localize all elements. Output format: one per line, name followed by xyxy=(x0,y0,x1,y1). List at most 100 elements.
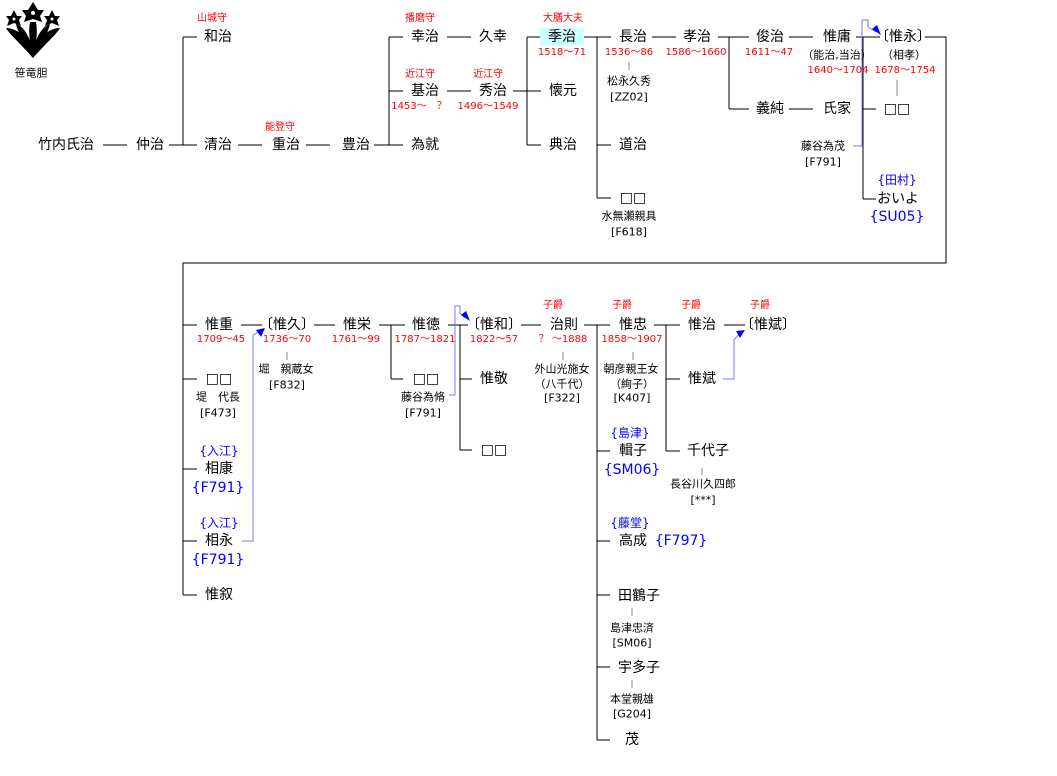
dates-koreyasu: 1640～1704 xyxy=(807,65,869,76)
person-korenaga: 〔惟永〕 xyxy=(875,29,931,45)
alias-koreyasu: （能治,当治） xyxy=(802,48,872,62)
person-korenori: 惟徳 xyxy=(412,317,440,333)
dates-korekazu: 1822～57 xyxy=(469,334,519,345)
person-koreyasu: 惟庸 xyxy=(823,29,851,45)
spouse-nagaharu: 松永久秀 xyxy=(607,74,651,88)
lineage-lines xyxy=(103,36,947,741)
person-koretada: 惟忠 xyxy=(619,317,647,333)
dates-korenori: 1787～1821 xyxy=(394,334,456,345)
code-utako: [G204] xyxy=(612,707,652,721)
person-nakaharu: 仲治 xyxy=(136,137,164,153)
dates-korenaga: 1678～1754 xyxy=(874,65,936,76)
person-shuko: 輯子 xyxy=(619,443,647,459)
family-sukenaga: {入江} xyxy=(199,516,239,530)
dates-koreshige2: 1761～99 xyxy=(331,334,381,345)
spouse-ticks xyxy=(286,62,898,688)
family-oiyo: {田村} xyxy=(877,173,917,187)
person-utako: 宇多子 xyxy=(618,660,660,676)
family-takanari: {藤堂} xyxy=(610,516,650,530)
crest-label: 笹竜胆 xyxy=(14,66,48,80)
adoption-arrows xyxy=(242,19,877,542)
person-sukenaga: 相永 xyxy=(205,533,233,549)
person-takaharu: 孝治 xyxy=(683,29,711,45)
code-nagaharu: [ZZ02] xyxy=(610,90,648,104)
code-unknown1: [F618] xyxy=(611,225,647,239)
person-kazuharu: 和治 xyxy=(204,29,232,45)
title-shigeharu: 能登守 xyxy=(265,122,295,133)
code-unknown4: [F791] xyxy=(405,406,441,420)
person-tamenari: 為就 xyxy=(411,137,439,153)
dates-korehisa: 1736～70 xyxy=(262,334,312,345)
adopter-tametomo: 藤谷為茂 xyxy=(801,139,845,153)
person-ujiie: 氏家 xyxy=(823,101,851,117)
person-shigeru: 茂 xyxy=(625,732,639,748)
person-hideharu: 秀治 xyxy=(479,83,507,99)
person-korenobu: 惟叙 xyxy=(205,587,233,603)
spouse-utako: 本堂親雄 xyxy=(610,692,654,706)
title-motoharu: 近江守 xyxy=(405,69,435,80)
dates-sueharu: 1518～71 xyxy=(537,47,587,58)
title-koreharu: 子爵 xyxy=(681,300,701,311)
code-sukenaga: {F791} xyxy=(191,552,245,568)
dates-motoharu: 1453～ ？ xyxy=(391,101,447,112)
person-toshiharu: 俊治 xyxy=(756,29,784,45)
code-oiyo: {SU05} xyxy=(869,209,925,225)
person-nagaharu: 長治 xyxy=(619,29,647,45)
spouse-alias-koretada: （絢子） xyxy=(610,377,654,391)
spouse-koretada: 朝彦親王女 xyxy=(603,362,659,376)
person-kiyoharu: 清治 xyxy=(204,137,232,153)
code-tazuko: [SM06] xyxy=(612,636,652,650)
person-toyoharu: 豊治 xyxy=(342,137,370,153)
spouse-unknown3: 堤 代長 xyxy=(196,390,240,404)
person-hisayuki: 久幸 xyxy=(479,29,507,45)
person-koreshige2: 惟栄 xyxy=(343,317,371,333)
dates-takaharu: 1586～1660 xyxy=(665,47,727,58)
person-koreharu: 惟治 xyxy=(688,317,716,333)
person-unknown4: □□ xyxy=(412,371,440,387)
code-koretada: [K407] xyxy=(613,391,651,405)
person-koretaka: 惟敬 xyxy=(480,371,508,387)
crest-icon xyxy=(6,2,60,58)
title-koretada: 子爵 xyxy=(612,300,632,311)
person-chiyoko: 千代子 xyxy=(687,443,729,459)
code-suketaka: {F791} xyxy=(191,480,245,496)
person-sueharu: 季治 xyxy=(540,28,584,46)
title-harunori: 子爵 xyxy=(543,300,563,311)
dates-nagaharu: 1536～86 xyxy=(604,47,654,58)
title-sueharu: 大膳大夫 xyxy=(543,13,583,24)
person-takanari: 高成 xyxy=(619,533,647,549)
person-kaigen: 懐元 xyxy=(549,83,577,99)
family-suketaka: {入江} xyxy=(199,444,239,458)
person-suketaka: 相康 xyxy=(205,461,233,477)
spouse-tazuko: 島津忠済 xyxy=(610,621,654,635)
person-harunori: 治則 xyxy=(550,317,578,333)
person-unknown3: □□ xyxy=(205,371,233,387)
person-oiyo: おいよ xyxy=(877,191,919,207)
code-shuko: {SM06} xyxy=(603,462,661,478)
person-motoharu: 基治 xyxy=(411,83,439,99)
title-korehin-adopted: 子爵 xyxy=(750,300,770,311)
person-shigeharu: 重治 xyxy=(272,137,300,153)
code-unknown3: [F473] xyxy=(200,406,236,420)
spouse-unknown1: 水無瀬親具 xyxy=(601,209,657,223)
dates-hideharu: 1496～1549 xyxy=(457,101,519,112)
spouse-chiyoko: 長谷川久四郎 xyxy=(670,477,736,491)
title-hideharu: 近江守 xyxy=(473,69,503,80)
title-yukiharu: 播磨守 xyxy=(405,13,435,24)
code-takanari: {F797} xyxy=(654,533,708,549)
arrow-heads xyxy=(256,25,881,338)
person-michiharu: 道治 xyxy=(619,137,647,153)
alias-korenaga: （相孝） xyxy=(882,48,926,62)
dates-harunori: ？ ～1888 xyxy=(538,334,588,345)
spouse-unknown4: 藤谷為脩 xyxy=(401,390,445,404)
title-kazuharu: 山城守 xyxy=(197,13,227,24)
person-korekazu: 〔惟和〕 xyxy=(466,317,522,333)
person-tazuko: 田鶴子 xyxy=(618,588,660,604)
person-noriharu: 典治 xyxy=(549,137,577,153)
person-unknown5: □□ xyxy=(480,442,508,458)
sasarindo-crest-logo xyxy=(2,0,64,60)
spouse-alias-harunori: （八千代） xyxy=(534,377,590,391)
person-ujiharu: 竹内氏治 xyxy=(38,137,94,153)
person-unknown1: □□ xyxy=(619,190,647,206)
